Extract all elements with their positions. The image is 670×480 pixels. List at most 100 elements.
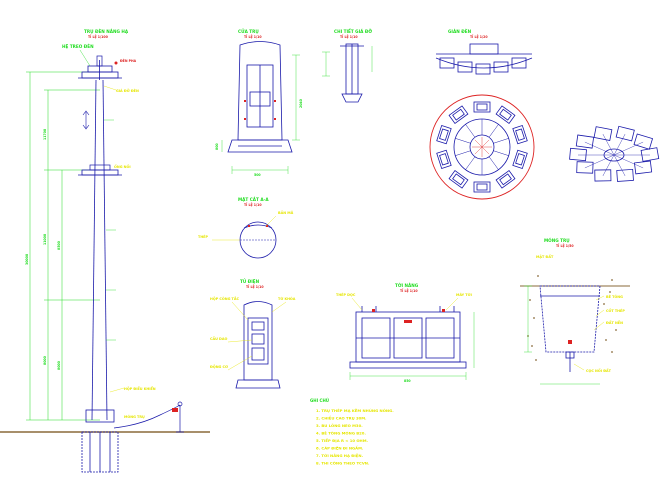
pole-scale: TỈ LỆ 1/100 [88, 34, 109, 39]
lamp-ring-side [435, 43, 533, 75]
plan-lamp-inner [515, 128, 525, 141]
plan-lamp-inner [439, 128, 449, 141]
soil-dot [529, 299, 531, 301]
plan-spoke [488, 124, 499, 138]
plan-lamp-inner [452, 108, 465, 121]
iso-lamp [576, 161, 594, 174]
plan-spoke [455, 138, 471, 144]
bracket-detail-view: CHI TIẾT GIÁ ĐỠ TỈ LỆ 1/10 [322, 28, 372, 103]
door-scale: TỈ LỆ 1/10 [244, 34, 262, 39]
pole-base [81, 409, 119, 473]
mid-lamp-ring [78, 164, 122, 176]
iso-arm [584, 154, 615, 169]
iso-lamp [575, 134, 595, 149]
iso-arm [584, 141, 615, 156]
door-dim-width: 500 [254, 173, 261, 177]
iso-arm [613, 154, 644, 169]
foundation-label-top: MẶT ĐẤT [536, 254, 554, 259]
label-mid-ring: ỐNG NỐI [114, 164, 131, 169]
hoist-label-right: MÁY TỜI [456, 292, 472, 297]
cabinet-scale: TỈ LỆ 1/10 [246, 284, 264, 289]
foundation-scale: TỈ LỆ 1/50 [556, 243, 574, 248]
dim-lower: 8000 [43, 355, 47, 365]
plan-spoke [465, 124, 476, 138]
iso-lamp [640, 147, 660, 162]
soil-dot [531, 345, 533, 347]
foundation-hatch [527, 275, 617, 361]
iso-lamp [615, 125, 635, 142]
plan-spoke [493, 150, 509, 156]
notes-heading: GHI CHÚ [310, 398, 329, 403]
plan-lamp-inner [499, 173, 512, 186]
door-dim-height: 2040 [299, 98, 303, 108]
foundation-label-r1: BÊ TÔNG [606, 294, 623, 299]
section-arc [243, 224, 273, 229]
iso-arm [602, 154, 615, 177]
cabinet-label-1: HỘP CÔNG TẮC [210, 296, 239, 301]
door-detail-view: CỬA TRỤ TỈ LỆ 1/10 2040 500 800 [215, 29, 303, 177]
door-dim-base: 800 [215, 143, 219, 150]
lamp-ring-iso [569, 125, 660, 182]
hoist-scale: TỈ LỆ 1/10 [400, 288, 418, 293]
note-line: 5. TIẾP ĐỊA R < 10 OHM. [316, 437, 368, 443]
lamp-assembly-scale: TỈ LỆ 1/20 [470, 34, 488, 39]
soil-dot [615, 329, 617, 331]
lamp-ring-plan [429, 94, 535, 200]
foundation-label-r4: CỌC NỐI ĐẤT [586, 368, 612, 373]
iso-arm [613, 154, 626, 177]
label-top-ring: HỆ TREO ĐÈN [62, 44, 94, 49]
dim-middle: 11000 [43, 233, 47, 245]
soil-dot [537, 275, 539, 277]
note-line: 1. TRỤ THÉP MẠ KẼM NHÚNG NÓNG. [316, 408, 394, 413]
plan-lamp [473, 101, 491, 113]
iso-lamp [594, 169, 612, 182]
note-line: 4. BÊ TÔNG MÓNG B20. [316, 431, 366, 436]
soil-dot [533, 317, 535, 319]
lamp-assembly-title: GIÀN ĐÈN [448, 29, 472, 34]
label-base: MÓNG TRỤ [124, 414, 145, 419]
cabinet-leaders [227, 301, 287, 371]
plan-center-line [474, 139, 483, 148]
foundation-label-r3: ĐẤT NỀN [606, 320, 623, 325]
foundation-view: MÓNG TRỤ TỈ LỆ 1/50 MẶT ĐẤT BÊ TÔNG CỐT … [520, 238, 630, 385]
plan-spoke [465, 156, 476, 170]
winch-stand [176, 401, 184, 433]
note-line: 8. THI CÔNG THEO TCVN. [316, 461, 370, 466]
ground-cable [113, 404, 181, 429]
plan-spoke [488, 156, 499, 170]
hoist-dim-w: 850 [404, 379, 411, 383]
iso-lamp [616, 168, 634, 182]
plan-lamp [495, 105, 516, 124]
hoist-leaders [351, 297, 459, 311]
plan-center-line [481, 139, 490, 148]
plan-lamp-inner [452, 173, 465, 186]
plan-lamp [436, 124, 452, 145]
plan-lamp-inner [439, 153, 449, 166]
cabinet-label-2: CẦU DAO [210, 336, 227, 341]
iso-arm [613, 141, 644, 156]
cabinet-body [235, 301, 281, 389]
cabinet-title: TỦ ĐIỆN [240, 279, 260, 284]
iso-arm [613, 133, 626, 156]
door-red-marks [244, 100, 276, 120]
hoist-label-left: THÉP DỌC [336, 292, 356, 297]
plan-lamp [448, 170, 469, 189]
bracket-body [340, 43, 364, 103]
bracket-title: CHI TIẾT GIÁ ĐỠ [334, 28, 372, 34]
iso-arm [602, 133, 615, 156]
plan-lamp-inner [476, 103, 488, 111]
dim-upper: 11700 [43, 128, 47, 140]
note-line: 6. CÁP ĐIỆN ĐI NGẦM. [316, 446, 364, 451]
label-control-box: HỘP ĐIỀU KHIỂN [124, 386, 156, 391]
iso-lamp [634, 160, 653, 175]
pole-ticks [104, 119, 116, 341]
foundation-title: MÓNG TRỤ [544, 238, 570, 243]
iso-hub [603, 148, 625, 162]
hoist-dims [349, 312, 475, 380]
plan-spoke [493, 138, 509, 144]
plan-lamp [495, 170, 516, 189]
section-label-left: THÉP [198, 234, 208, 239]
pole-title: TRỤ ĐÈN NÂNG HẠ [84, 29, 129, 34]
winch-marker [172, 408, 178, 412]
